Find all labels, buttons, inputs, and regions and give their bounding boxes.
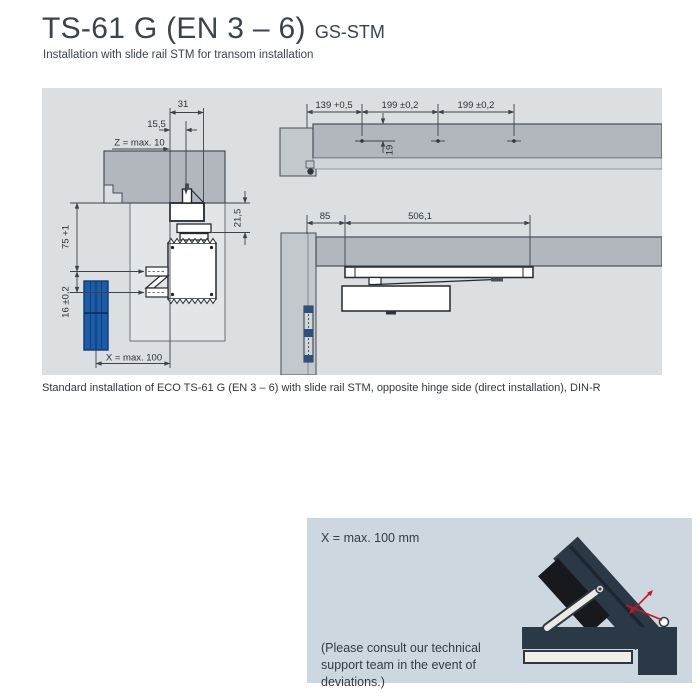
closer-body-front: [341, 285, 451, 312]
front-view: [280, 232, 662, 375]
valve-detail: [386, 311, 396, 315]
info-panel: X = max. 100 mm (Please consult our tech…: [307, 518, 692, 689]
drill-template-dimensions: 139 +0,5 199 ±0,2 199 ±0,2 19: [306, 100, 515, 156]
x-distance-annotation: [625, 590, 663, 621]
dim-arm-spacing: 16 ±0,2: [61, 286, 72, 318]
hinge-front: [303, 305, 314, 363]
dim-body-offset: 75 +1: [61, 225, 72, 249]
pinion-bracket: [368, 276, 382, 286]
transom-front: [315, 236, 662, 267]
adapter-plate-1: [176, 223, 212, 234]
closer-arm-section: [144, 266, 170, 298]
page-header: TS-61 G (EN 3 – 6) GS-STM: [42, 12, 385, 46]
page-title: TS-61 G (EN 3 – 6): [42, 12, 306, 45]
spindle-flag-line: [191, 189, 205, 204]
mounting-plate-serration-top: [167, 237, 217, 244]
hinge-blue: [83, 280, 109, 351]
info-panel-note-line3: deviations.): [321, 675, 385, 689]
page-subtitle: Installation with slide rail STM for tra…: [43, 49, 314, 61]
info-panel-note-line2: support team in the event of: [321, 658, 476, 672]
dim-hole-spacing-2: 199 ±0,2: [458, 100, 495, 111]
dim-edge-distance: 85: [320, 211, 331, 222]
open-door-leaf: [538, 536, 661, 651]
hinge-pin-bracket: [305, 160, 315, 169]
dim-rail-length: 506,1: [408, 211, 432, 222]
dim-hinge-distance: X = max. 100: [106, 353, 162, 364]
door-closer-illustration: [522, 536, 677, 675]
dim-first-hole: 139 +0,5: [315, 100, 352, 111]
hinge-pin: [307, 168, 314, 175]
drawing-caption: Standard installation of ECO TS-61 G (EN…: [42, 382, 601, 394]
dim-hole-spacing-1: 199 ±0,2: [382, 100, 419, 111]
info-panel-note-line1: (Please consult our technical: [321, 641, 481, 655]
plan-view-dimensions: 31 15,5 Z = max. 10 21,5 75 +1 16 ±0,2 X…: [61, 99, 250, 368]
info-panel-note: (Please consult our technical support te…: [321, 640, 481, 691]
slide-rail-3d: [523, 650, 633, 664]
frame-step-3d: [638, 645, 677, 675]
dim-rail-depth: 21,5: [233, 209, 244, 228]
dim-hole-depth: 19: [385, 145, 396, 156]
slide-rail-section: [169, 202, 205, 222]
installation-drawing: 31 15,5 Z = max. 10 21,5 75 +1 16 ±0,2 X…: [42, 88, 662, 375]
transom-lower-edge: [312, 157, 662, 170]
spindle-tip: [185, 183, 189, 190]
closer-body-3d: [538, 558, 610, 634]
dim-z: Z = max. 10: [114, 138, 164, 149]
dim-spindle-offset: 15,5: [147, 119, 166, 130]
frame-bar-3d: [522, 627, 677, 649]
adapter-plate-2: [179, 232, 209, 241]
dim-rail-width: 31: [178, 99, 189, 110]
info-panel-heading: X = max. 100 mm: [321, 531, 420, 545]
closer-body-section: [167, 237, 217, 305]
rail-slider: [491, 277, 503, 282]
arm-front: [374, 278, 496, 286]
page-title-suffix: GS-STM: [314, 22, 385, 42]
mounting-plate-serration-bottom: [167, 298, 217, 305]
spindle-pin: [181, 188, 193, 204]
drill-template-view: [279, 123, 662, 177]
closer-arm-3d: [542, 584, 605, 633]
front-view-dimensions: 85 506,1: [306, 211, 531, 266]
slide-rail-front: [344, 266, 534, 279]
